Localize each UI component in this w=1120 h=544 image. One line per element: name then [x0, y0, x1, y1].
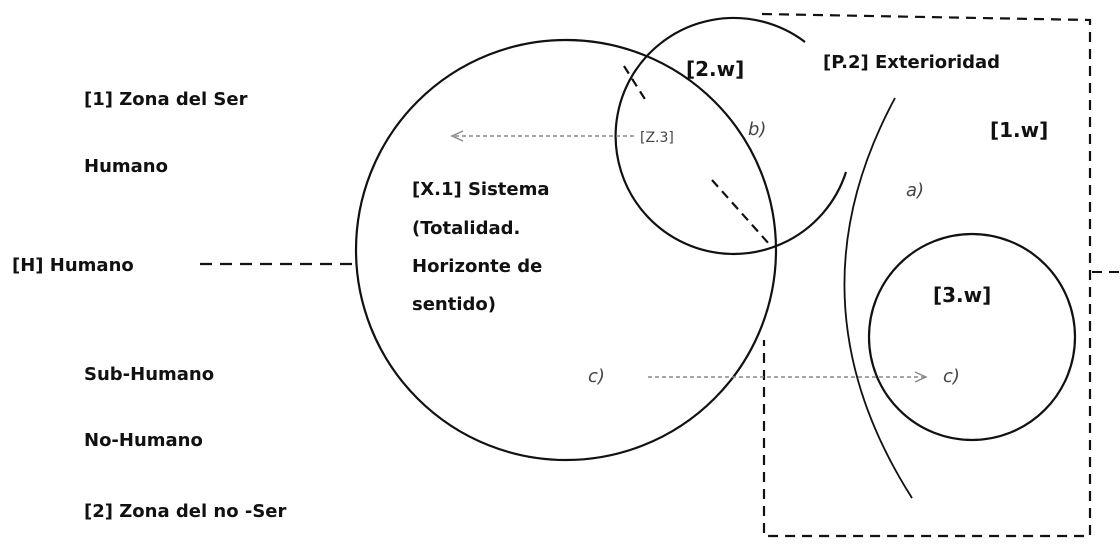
marker-a: a): [906, 180, 924, 201]
two-w-circle: [614, 16, 848, 255]
z3-label: [Z.3]: [640, 130, 674, 146]
exterioridad-label: [P.2] Exterioridad: [823, 52, 1000, 73]
intersection-dash-bottom: [711, 179, 771, 246]
zona-ser-label: [1] Zona del Ser: [84, 89, 248, 110]
intersection-dash-top: [623, 65, 649, 105]
h-humano-label: [H] Humano: [12, 255, 134, 276]
zona-no-ser-label: [2] Zona del no -Ser: [84, 501, 287, 522]
sub-humano-label: Sub-Humano: [84, 364, 214, 385]
three-w-circle: [867, 232, 1077, 442]
no-humano-label: No-Humano: [84, 430, 203, 451]
two-w-label: [2.w]: [686, 57, 744, 81]
sistema-circle: [354, 38, 778, 462]
sistema-label-line4: sentido): [412, 294, 496, 315]
sistema-label-line1: [X.1] Sistema: [412, 179, 550, 200]
sistema-label-line3: Horizonte de: [412, 256, 542, 277]
marker-c-right: c): [943, 366, 960, 387]
humano-sub-label: Humano: [84, 156, 168, 177]
one-w-label: [1.w]: [990, 118, 1048, 142]
sistema-label-line2: (Totalidad.: [412, 218, 520, 239]
exteriority-dashed-box: [761, 12, 1092, 538]
marker-c-left: c): [588, 366, 605, 387]
three-w-label: [3.w]: [933, 283, 991, 307]
exterioridad-arc: [843, 97, 913, 499]
marker-b: b): [748, 119, 766, 140]
